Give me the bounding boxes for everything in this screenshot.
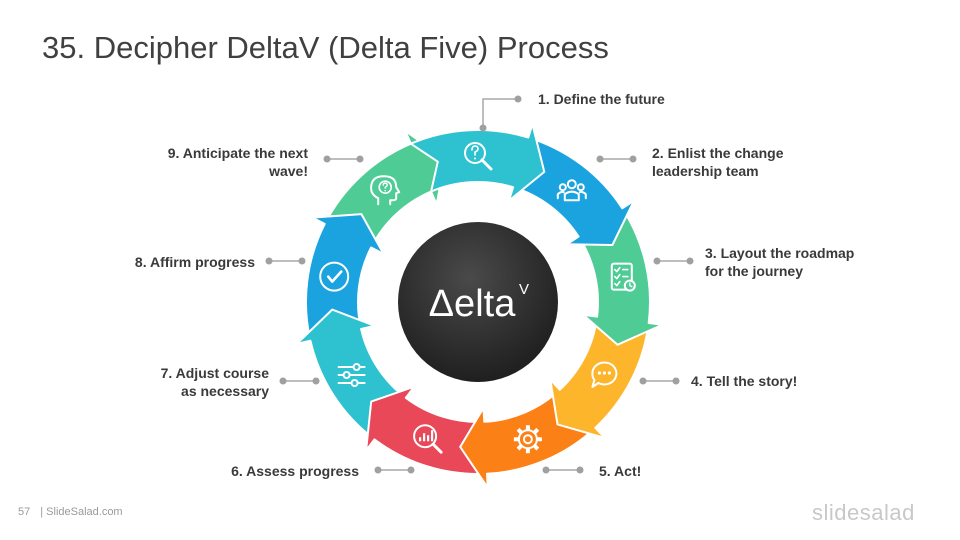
search-question-icon xyxy=(464,142,493,171)
step-1-text: 1. Define the future xyxy=(538,91,665,107)
step-2-text-line2: leadership team xyxy=(652,163,759,179)
slidesalad-logo: slidesalad xyxy=(812,500,915,525)
slide-title: 35. Decipher DeltaV (Delta Five) Process xyxy=(42,30,609,65)
step-5-connector-dot-outer xyxy=(576,466,584,474)
step-4-label: 4. Tell the story! xyxy=(691,372,797,390)
step-7-connector-dot-inner xyxy=(312,377,320,385)
sliders-icon xyxy=(337,363,366,387)
check-circle-icon xyxy=(319,261,350,292)
team-icon xyxy=(556,179,587,202)
step-6-arrow-segment xyxy=(365,385,488,476)
center-hub xyxy=(398,222,558,382)
step-1-label: 1. Define the future xyxy=(538,90,665,108)
step-8-arrow-segment xyxy=(305,213,385,342)
step-8-label: 8. Affirm progress xyxy=(135,253,255,271)
step-7-label: 7. Adjust course as necessary xyxy=(161,364,269,400)
step-3-text-line2: for the journey xyxy=(705,263,804,279)
step-4-connector-dot-outer xyxy=(672,377,680,385)
label-connectors xyxy=(265,95,694,474)
step-9-text-line2: wave! xyxy=(269,163,308,179)
step-4-arrow-segment xyxy=(549,315,650,439)
step-3-connector-dot-inner xyxy=(653,257,661,265)
segment-icons xyxy=(319,142,636,454)
center-hub-superscript: V xyxy=(519,281,529,298)
step-9-connector-dot-outer xyxy=(323,155,331,163)
gear-icon xyxy=(513,425,542,454)
step-8-text: 8. Affirm progress xyxy=(134,254,255,270)
step-4-text: 4. Tell the story! xyxy=(691,373,798,389)
step-3-text-line1: 3. Layout the roadmap xyxy=(705,245,855,261)
step-2-connector-dot-inner xyxy=(596,155,604,163)
step-1-connector-dot-inner xyxy=(479,124,487,132)
step-7-text-line1: 7. Adjust course xyxy=(160,365,269,381)
step-8-connector-dot-outer xyxy=(265,257,273,265)
step-9-label: 9. Anticipate the next wave! xyxy=(168,144,308,180)
step-1-connector-line xyxy=(482,98,518,128)
step-3-label: 3. Layout the roadmap for the journey xyxy=(705,244,854,280)
footer-site: | SlideSalad.com xyxy=(40,506,123,518)
analytics-magnifier-icon xyxy=(413,424,443,454)
step-6-connector-dot-inner xyxy=(407,466,415,474)
step-5-label: 5. Act! xyxy=(599,462,641,480)
step-7-connector-dot-outer xyxy=(279,377,287,385)
step-9-text-line1: 9. Anticipate the next xyxy=(167,145,308,161)
speech-bubble-icon xyxy=(591,361,618,388)
step-5-connector-dot-inner xyxy=(542,466,550,474)
step-3-connector-dot-outer xyxy=(686,257,694,265)
step-8-connector-dot-inner xyxy=(298,257,306,265)
step-4-connector-dot-inner xyxy=(639,377,647,385)
step-5-text: 5. Act! xyxy=(599,463,642,479)
step-6-connector-dot-outer xyxy=(374,466,382,474)
cycle-segments xyxy=(295,123,664,489)
page-number: 57 xyxy=(18,506,31,518)
step-6-label: 6. Assess progress xyxy=(231,462,359,480)
footer: 57 | SlideSalad.com xyxy=(18,506,123,518)
head-question-icon xyxy=(370,175,401,206)
center-hub-text: Δelta xyxy=(429,283,517,325)
step-2-label: 2. Enlist the change leadership team xyxy=(652,144,783,180)
checklist-icon xyxy=(610,262,636,292)
step-1-connector-dot-outer xyxy=(514,95,522,103)
step-7-text-line2: as necessary xyxy=(181,383,269,399)
step-9-connector-dot-inner xyxy=(356,155,364,163)
step-2-connector-dot-outer xyxy=(629,155,637,163)
step-2-text-line1: 2. Enlist the change xyxy=(652,145,784,161)
step-6-text: 6. Assess progress xyxy=(231,463,359,479)
